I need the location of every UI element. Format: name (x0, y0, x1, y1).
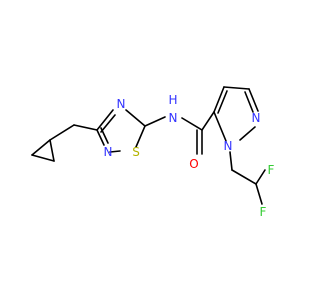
bond (217, 90, 228, 114)
bond (49, 124, 75, 141)
bond (181, 117, 203, 131)
bond (213, 111, 227, 142)
fluorine-atom-label: F (268, 163, 275, 177)
pyrazole-nitrogen-label: N (224, 139, 233, 153)
pyrazole-ring (201, 86, 259, 142)
bond (201, 111, 215, 131)
difluoroethyl-group (229, 151, 266, 205)
nitrogen-atom-label: N (104, 145, 113, 159)
thiadiazole-ring (73, 109, 146, 153)
bond (100, 127, 109, 144)
amide-hydrogen-label: H (168, 93, 177, 107)
bond (248, 88, 259, 112)
bond (223, 86, 250, 90)
bond (100, 114, 116, 133)
bond (255, 169, 266, 185)
fluorine-atom-label: F (260, 205, 267, 219)
bond (213, 86, 225, 113)
bond (73, 124, 98, 131)
oxygen-atom-label: O (189, 157, 198, 171)
bond (109, 150, 121, 153)
bond (31, 154, 55, 162)
bond (231, 169, 257, 185)
amide-nitrogen-label: N (169, 111, 178, 125)
cyclopropyl-group (31, 124, 75, 162)
nitrogen-atom-label: N (117, 97, 126, 111)
bond (31, 139, 51, 156)
bond (244, 91, 254, 113)
pyrazole-nitrogen-label: N (252, 111, 261, 125)
bond (96, 129, 105, 146)
atom-labels: N N S N H O N N F F (104, 93, 275, 219)
bond (135, 125, 146, 148)
bond (229, 151, 233, 171)
bond (239, 126, 256, 141)
bond (125, 109, 146, 127)
bond (144, 116, 166, 127)
bond (255, 183, 263, 205)
bond (96, 109, 114, 131)
bond (49, 139, 55, 162)
sulfur-atom-label: S (132, 145, 140, 159)
chemical-structure: N N S N H O N N F F (31, 86, 275, 219)
amide-linker (144, 116, 203, 155)
